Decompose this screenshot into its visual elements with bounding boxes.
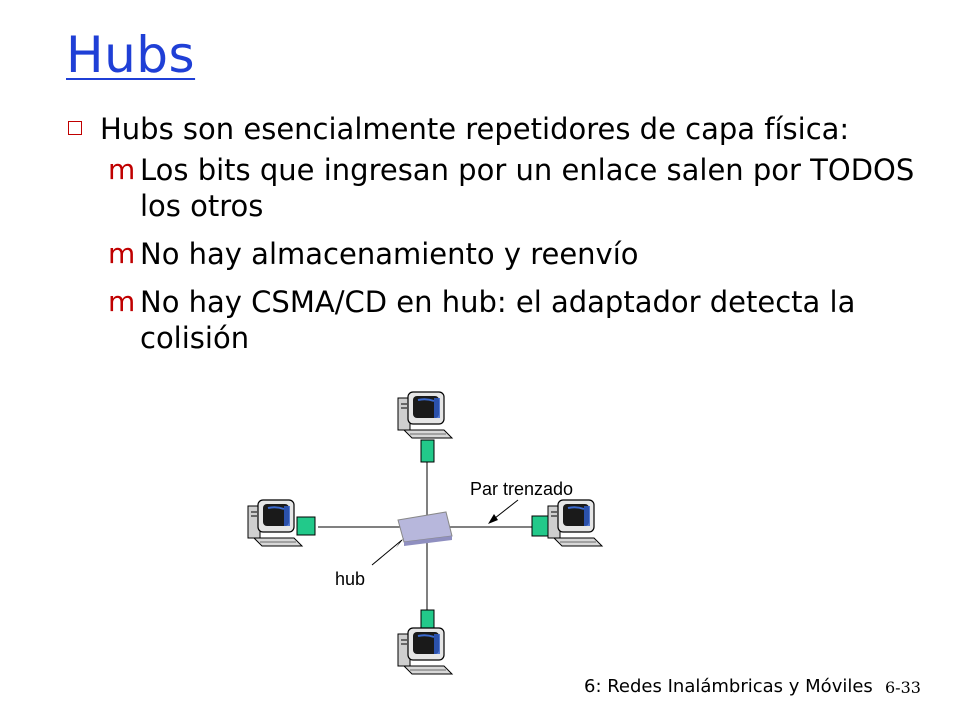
sub-bullet-3-text: No hay CSMA/CD en hub: el adaptador dete… [140,285,856,355]
computer-top-icon [397,391,453,439]
slide-title: Hubs [66,26,196,84]
sub-bullet-marker-icon: m [108,153,136,186]
sub-bullet-2: m No hay almacenamiento y reenvío [108,236,920,272]
sub-bullet-marker-icon: m [108,285,136,318]
sub-bullet-1-text: Los bits que ingresan por un enlace sale… [140,153,915,223]
page-number: 6-33 [885,678,921,697]
computer-left-icon [247,499,303,547]
sub-bullet-marker-icon: m [108,237,136,270]
adapter-top [420,439,435,463]
bullet-main: Hubs son esencialmente repetidores de ca… [68,110,928,148]
adapter-left [296,516,316,536]
bullet-main-text: Hubs son esencialmente repetidores de ca… [100,112,850,146]
sub-bullet-3: m No hay CSMA/CD en hub: el adaptador de… [108,284,920,356]
callout-arrow-hub [371,539,403,566]
hub-device [397,511,453,546]
computer-bottom-icon [397,627,453,675]
computer-right-icon [547,499,603,547]
sub-bullet-2-text: No hay almacenamiento y reenvío [140,237,639,271]
footer-chapter: 6: Redes Inalámbricas y Móviles [584,676,873,697]
adapter-right [531,515,551,537]
twisted-pair-label: Par trenzado [470,479,573,499]
square-bullet-icon [68,121,82,135]
hub-label: hub [335,569,365,589]
sub-bullet-1: m Los bits que ingresan por un enlace sa… [108,152,920,224]
